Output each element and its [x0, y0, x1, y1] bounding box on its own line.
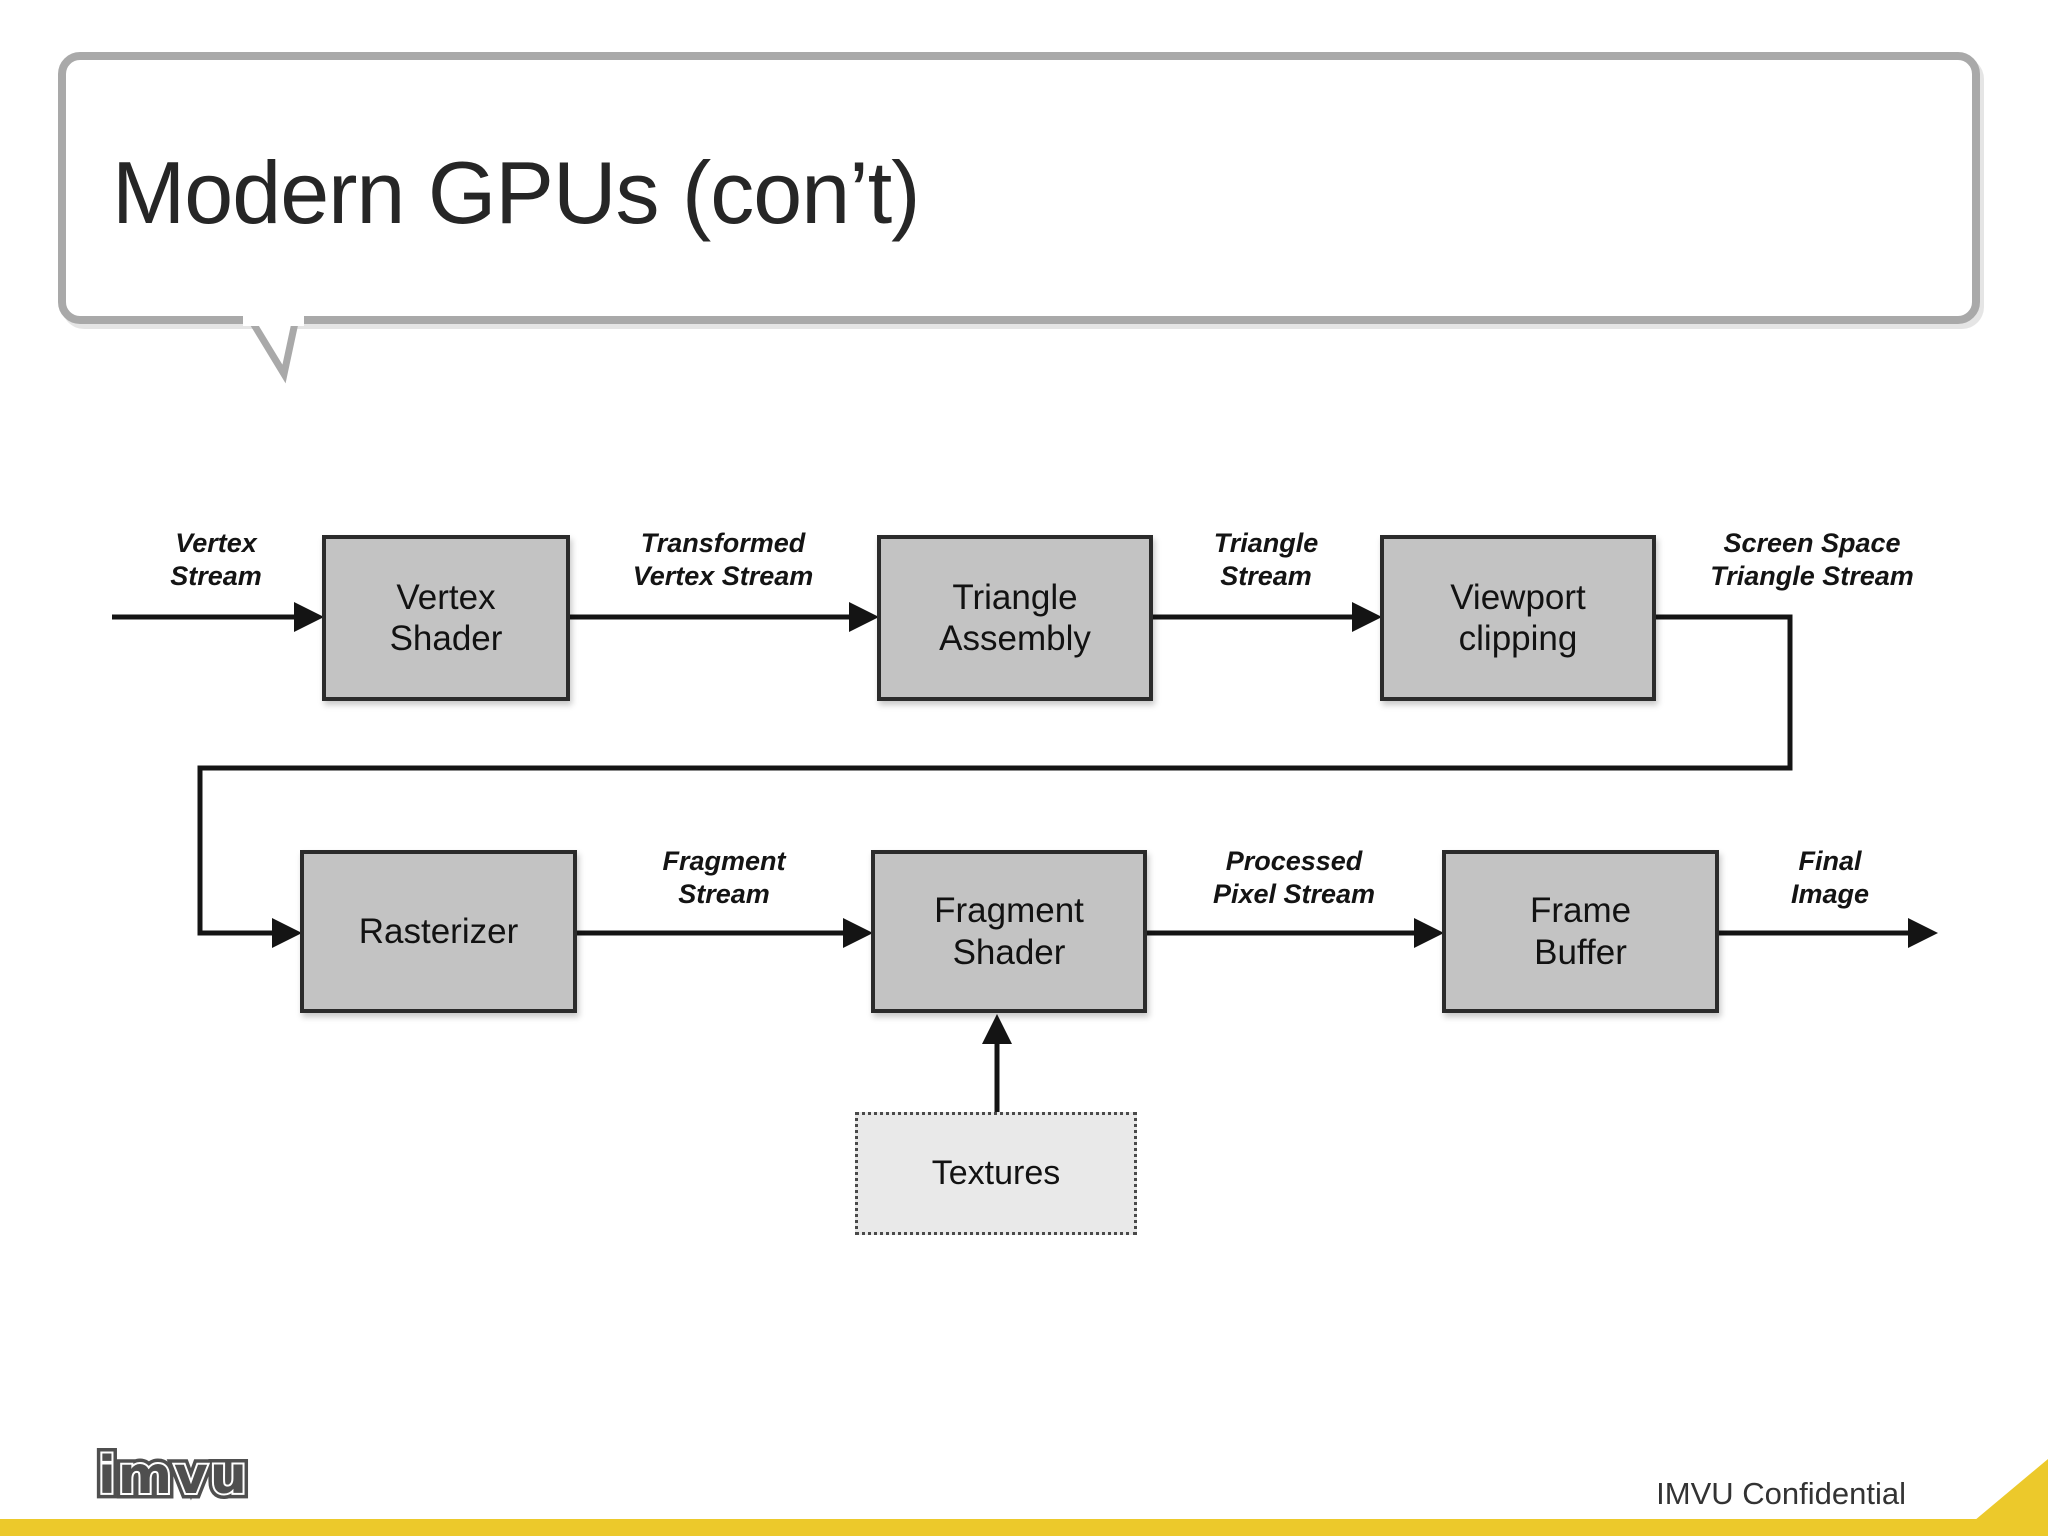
label-fragment-stream: Fragment Stream — [662, 845, 786, 910]
box-fragment-shader: Fragment Shader — [871, 850, 1147, 1013]
label-vertex-stream: Vertex Stream — [170, 527, 262, 592]
speech-bubble-tail — [243, 300, 304, 384]
box-textures: Textures — [855, 1112, 1137, 1235]
imvu-logo: imvu imvu imvu — [93, 1441, 253, 1512]
arrowheads — [272, 602, 1938, 1044]
box-rasterizer: Rasterizer — [300, 850, 577, 1013]
box-viewport-clipping: Viewport clipping — [1380, 535, 1656, 701]
label-final-image: Final Image — [1790, 845, 1870, 910]
imvu-logo-text: imvu — [93, 1441, 253, 1512]
box-vertex-shader: Vertex Shader — [322, 535, 570, 701]
bottom-accent-bar — [0, 1519, 2048, 1536]
title-bubble: Modern GPUs (con’t) — [58, 52, 1980, 324]
confidential-label: IMVU Confidential — [1656, 1476, 1906, 1511]
box-triangle-assembly: Triangle Assembly — [877, 535, 1153, 701]
page-title: Modern GPUs (con’t) — [112, 143, 920, 242]
label-processed-pixel-stream: Processed Pixel Stream — [1212, 845, 1376, 910]
label-transformed-vertex-stream: Transformed Vertex Stream — [632, 527, 814, 592]
box-frame-buffer: Frame Buffer — [1442, 850, 1719, 1013]
label-screen-space-triangle-stream: Screen Space Triangle Stream — [1710, 527, 1914, 592]
corner-accent-wedge — [1956, 1459, 2048, 1536]
label-triangle-stream: Triangle Stream — [1213, 527, 1319, 592]
